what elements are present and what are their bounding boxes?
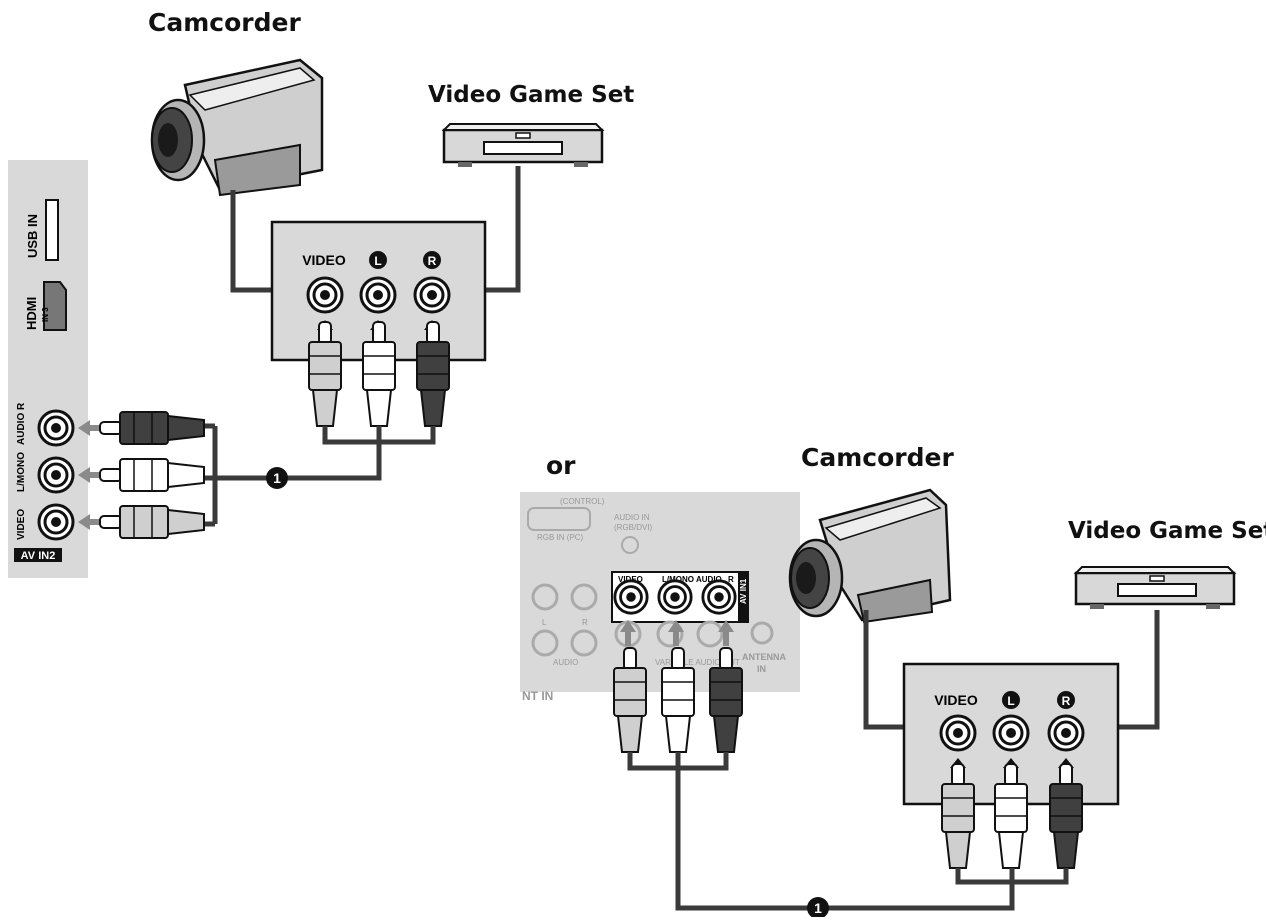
side-video-plug bbox=[99, 505, 205, 539]
svg-text:VARIABLE AUDIO OUT: VARIABLE AUDIO OUT bbox=[655, 658, 740, 667]
svg-text:IN: IN bbox=[757, 664, 766, 674]
jack-label-right: R bbox=[428, 254, 437, 268]
svg-text:L: L bbox=[542, 618, 547, 627]
jack-label-video: VIDEO bbox=[302, 252, 346, 268]
audio-right-jack bbox=[413, 276, 451, 314]
side-audio-r-jack bbox=[37, 409, 75, 447]
audio-left-jack bbox=[359, 276, 397, 314]
audio-right-jack-bottom bbox=[1047, 714, 1085, 752]
usb-in-label: USB IN bbox=[25, 214, 40, 258]
svg-text:AUDIO: AUDIO bbox=[553, 658, 578, 667]
rear-lmono-label: L/MONO bbox=[662, 575, 694, 584]
or-label: or bbox=[546, 451, 576, 480]
hdmi-logo-label: HDMI bbox=[24, 297, 39, 330]
svg-text:1: 1 bbox=[814, 900, 822, 916]
jack-label-right-bottom: R bbox=[1062, 694, 1071, 708]
svg-text:(RGB/DVI): (RGB/DVI) bbox=[614, 523, 653, 532]
video-jack bbox=[306, 276, 344, 314]
side-audio-r-label: AUDIO R bbox=[16, 402, 27, 445]
svg-text:(CONTROL): (CONTROL) bbox=[560, 497, 605, 506]
camcorder-top-icon bbox=[150, 58, 324, 197]
side-video-jack bbox=[37, 503, 75, 541]
side-lmono-jack bbox=[37, 456, 75, 494]
video-game-set-bottom-label: Video Game Set bbox=[1068, 518, 1266, 544]
video-game-set-top-label: Video Game Set bbox=[428, 82, 635, 108]
hdmi-in3-label: IN 3 bbox=[41, 307, 50, 322]
cable-bottom bbox=[627, 752, 1069, 911]
side-arrows bbox=[78, 420, 100, 530]
svg-text:R: R bbox=[582, 618, 588, 627]
side-audio-r-plug bbox=[99, 411, 205, 445]
jack-label-video-bottom: VIDEO bbox=[934, 692, 978, 708]
av-in1-label: AV IN1 bbox=[739, 578, 748, 604]
side-lmono-plug bbox=[99, 458, 205, 492]
tv-rear-panel: (CONTROL) RGB IN (PC) AUDIO IN (RGB/DVI)… bbox=[520, 492, 800, 709]
svg-text:NT IN: NT IN bbox=[522, 689, 553, 703]
jack-label-left-bottom: L bbox=[1007, 694, 1014, 708]
tv-side-panel: USB IN HDMI IN 3 AUDIO R L/MONO VIDEO AV… bbox=[8, 160, 88, 578]
video-game-set-bottom-icon bbox=[1073, 566, 1237, 609]
side-lmono-label: L/MONO bbox=[16, 452, 27, 492]
device-wires-top bbox=[230, 166, 521, 293]
cable-top bbox=[190, 423, 436, 527]
video-game-set-top-icon bbox=[441, 123, 605, 167]
svg-text:RGB IN (PC): RGB IN (PC) bbox=[537, 533, 584, 542]
svg-text:AUDIO IN: AUDIO IN bbox=[614, 513, 650, 522]
svg-text:1: 1 bbox=[273, 470, 281, 486]
camcorder-top-label: Camcorder bbox=[148, 8, 301, 37]
rear-r-label: R bbox=[728, 575, 734, 584]
svg-text:ANTENNA: ANTENNA bbox=[742, 652, 786, 662]
camcorder-bottom-icon bbox=[788, 488, 952, 624]
device-wires-bottom bbox=[863, 610, 1160, 730]
step-callout-bottom: 1 bbox=[807, 897, 829, 919]
video-jack-bottom bbox=[939, 714, 977, 752]
audio-left-jack-bottom bbox=[992, 714, 1030, 752]
jack-box-bottom: VIDEO L R bbox=[902, 662, 1120, 806]
step-callout-top: 1 bbox=[266, 467, 288, 489]
rear-audio-r-jack bbox=[701, 579, 737, 615]
side-video-label: VIDEO bbox=[16, 509, 27, 540]
rear-audio-label: AUDIO bbox=[696, 575, 722, 584]
av-in2-label: AV IN2 bbox=[21, 550, 56, 562]
rear-lmono-jack bbox=[657, 579, 693, 615]
camcorder-bottom-label: Camcorder bbox=[801, 443, 954, 472]
rear-video-jack bbox=[613, 579, 649, 615]
jack-label-left: L bbox=[374, 254, 381, 268]
